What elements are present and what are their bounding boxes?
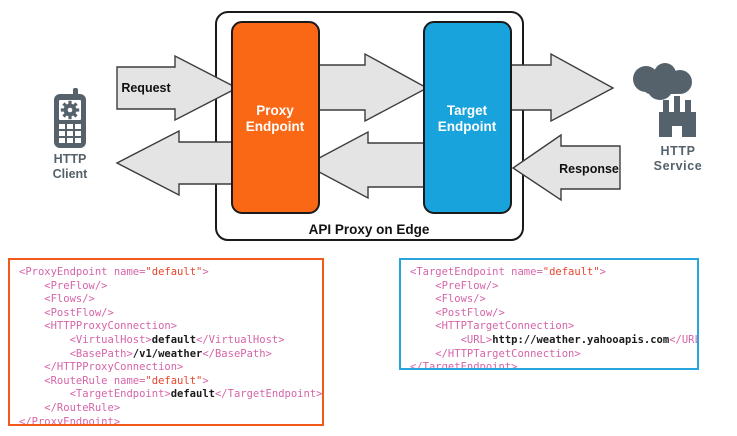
code-line: </HTTPTargetConnection> (410, 348, 689, 362)
code-line: <ProxyEndpoint name="default"> (19, 266, 314, 280)
http-client-label-line2: Client (53, 167, 89, 181)
code-token: <Flows/> (19, 293, 95, 306)
code-token: > (202, 266, 209, 278)
code-token: </TargetEndpoint> (214, 388, 323, 401)
code-token: > (202, 374, 209, 387)
code-token: </VirtualHost> (196, 333, 285, 346)
code-token: "default" (145, 266, 203, 278)
code-line: <Flows/> (410, 293, 689, 307)
code-token: default (170, 388, 215, 401)
proxy-endpoint-box[interactable] (231, 21, 320, 214)
code-token: <PostFlow/> (410, 306, 505, 319)
code-token: </ProxyEndpoint> (19, 415, 121, 426)
code-token: <URL> (410, 333, 493, 346)
target-endpoint-box[interactable] (423, 21, 512, 214)
code-token: </RouteRule> (19, 401, 121, 414)
code-token: <HTTPProxyConnection> (19, 320, 178, 333)
code-line: <PreFlow/> (19, 280, 314, 294)
code-token: </BasePath> (202, 347, 272, 360)
code-token: <BasePath> (19, 347, 133, 360)
code-token: </TargetEndpoint> (410, 361, 518, 370)
http-client-icon (54, 88, 86, 148)
code-line: </TargetEndpoint> (410, 361, 689, 370)
code-token: <ProxyEndpoint (19, 266, 114, 278)
http-service-label-line1: HTTP (660, 144, 695, 158)
code-token: /v1/weather (132, 347, 203, 360)
code-token: <RouteRule (19, 374, 114, 387)
client-response-arrow (115, 129, 238, 197)
code-line: <RouteRule name="default"> (19, 375, 314, 389)
target-endpoint-label-line1: Target (447, 103, 488, 118)
http-client-label-line1: HTTP (54, 152, 87, 166)
code-line: <Flows/> (19, 293, 314, 307)
proxy-endpoint-code-block[interactable]: <ProxyEndpoint name="default"> <PreFlow/… (8, 258, 324, 426)
code-line: <PostFlow/> (19, 307, 314, 321)
code-line: <BasePath>/v1/weather</BasePath> (19, 348, 314, 362)
http-service-label-line2: Service (654, 159, 703, 173)
target-endpoint-code-block[interactable]: <TargetEndpoint name="default"> <PreFlow… (399, 258, 699, 370)
cloud-icon (633, 63, 692, 100)
factory-icon (659, 96, 696, 137)
code-line: <PostFlow/> (410, 307, 689, 321)
request-arrow-label: Request (121, 81, 171, 95)
api-proxy-container-label: API Proxy on Edge (309, 222, 430, 237)
code-line: <HTTPProxyConnection> (19, 320, 314, 334)
code-token: "default" (145, 374, 203, 387)
code-line: </ProxyEndpoint> (19, 415, 314, 426)
response-arrow (511, 133, 621, 202)
code-token: <PostFlow/> (19, 306, 114, 319)
target-endpoint-label-line2: Endpoint (438, 119, 497, 134)
code-token: <VirtualHost> (19, 333, 152, 346)
code-token: </URL> (669, 333, 697, 346)
code-token: default (151, 333, 197, 346)
proxy-endpoint-label-line2: Endpoint (246, 119, 305, 134)
gear-icon (60, 100, 80, 120)
http-service-icon (633, 63, 696, 137)
code-line: </HTTPProxyConnection> (19, 361, 314, 375)
code-token: "default" (542, 266, 600, 278)
code-line: <TargetEndpoint name="default"> (410, 266, 689, 280)
code-token: <TargetEndpoint> (19, 388, 171, 401)
code-line: </RouteRule> (19, 402, 314, 416)
target-to-proxy-arrow (304, 130, 428, 200)
code-token: <TargetEndpoint (410, 266, 512, 278)
code-token: <PreFlow/> (19, 279, 108, 292)
code-token: <PreFlow/> (410, 279, 499, 292)
code-token: name= (113, 266, 146, 278)
code-token: <HTTPTargetConnection> (410, 320, 575, 333)
code-line: <URL>http://weather.yahooapis.com</URL> (410, 333, 697, 348)
code-line: <PreFlow/> (410, 280, 689, 294)
code-line: <TargetEndpoint>default</TargetEndpoint> (19, 388, 322, 402)
request-arrow (116, 54, 239, 122)
code-token: name= (113, 374, 146, 387)
code-token: <Flows/> (410, 293, 486, 306)
proxy-endpoint-label-line1: Proxy (256, 103, 294, 118)
code-token: </HTTPProxyConnection> (19, 361, 184, 374)
code-token: name= (511, 266, 543, 278)
code-line: <VirtualHost>default</VirtualHost> (19, 334, 314, 348)
response-arrow-label: Response (559, 162, 619, 176)
code-token: http://weather.yahooapis.com (492, 333, 670, 346)
code-token: > (599, 266, 606, 278)
code-token: </HTTPTargetConnection> (410, 347, 581, 360)
code-line: <HTTPTargetConnection> (410, 320, 689, 334)
